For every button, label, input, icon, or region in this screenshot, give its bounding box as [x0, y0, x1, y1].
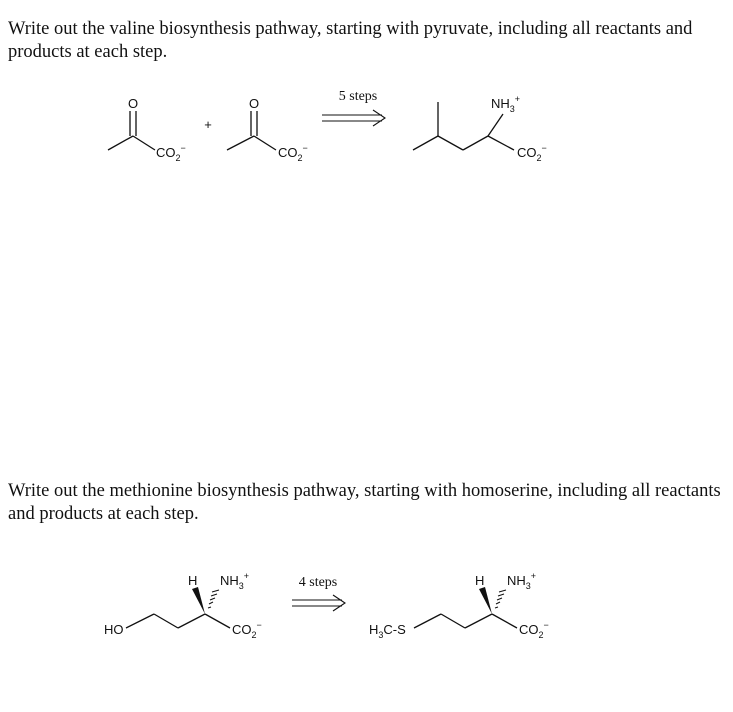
- plus-sign: +: [204, 117, 212, 132]
- carboxylate-label: CO2−: [232, 620, 262, 640]
- carboxylate-label: CO2−: [517, 143, 547, 163]
- carboxylate-label: CO2−: [156, 143, 186, 163]
- hydrogen-label: H: [188, 573, 197, 588]
- arrow-label: 4 steps: [299, 575, 338, 590]
- question-1-prompt: Write out the valine biosynthesis pathwa…: [8, 19, 693, 62]
- pyruvate-1: O CO2−: [107, 96, 186, 163]
- homoserine-reactant: HO H NH3+ CO2−: [104, 571, 262, 640]
- valine-product: NH3+ CO2−: [412, 94, 547, 163]
- amine-label: NH3+: [220, 571, 249, 591]
- reaction-arrow-2: 4 steps: [292, 575, 346, 612]
- methionine-product: H3C-S H NH3+ CO2−: [369, 571, 549, 640]
- thioether-label: H3C-S: [369, 622, 406, 640]
- amine-label: NH3+: [491, 94, 520, 114]
- carboxylate-label: CO2−: [519, 620, 549, 640]
- hydroxyl-label: HO: [104, 622, 124, 637]
- arrow-label: 5 steps: [339, 89, 378, 104]
- reaction-arrow-1: 5 steps: [322, 89, 386, 127]
- question-2-prompt: Write out the methionine biosynthesis pa…: [8, 481, 721, 524]
- oxygen-label: O: [128, 96, 138, 111]
- carboxylate-label: CO2−: [278, 143, 308, 163]
- amine-label: NH3+: [507, 571, 536, 591]
- pyruvate-2: O CO2−: [226, 96, 308, 163]
- hydrogen-label: H: [475, 573, 484, 588]
- oxygen-label: O: [249, 96, 259, 111]
